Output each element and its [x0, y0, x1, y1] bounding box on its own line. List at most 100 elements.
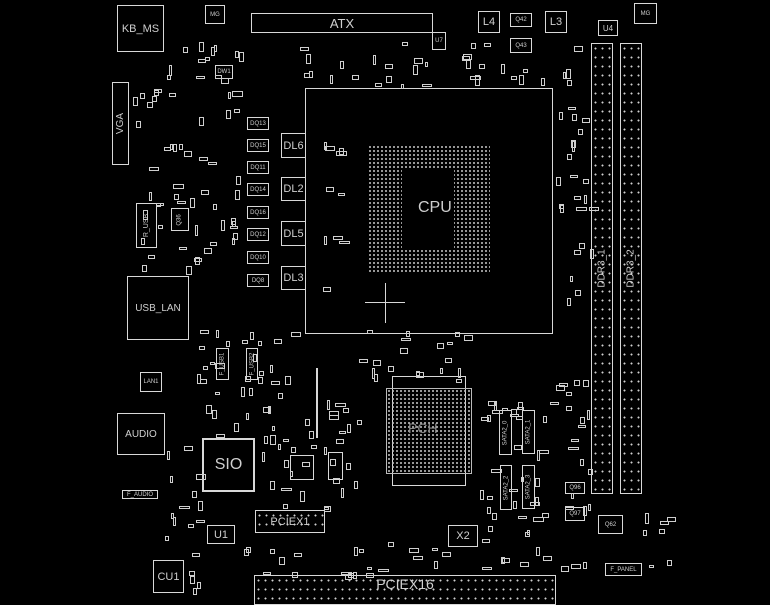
q43-chip[interactable]: Q43: [510, 38, 532, 53]
sio-chip[interactable]: SIO: [202, 438, 255, 492]
smd-pad: [471, 43, 476, 49]
usb-lan-connector[interactable]: USB_LAN: [127, 276, 189, 340]
smd-pad: [232, 221, 236, 227]
mosfet-chip[interactable]: DQ11: [247, 161, 269, 174]
dl3-inductor[interactable]: DL3: [281, 266, 306, 290]
smd-pad: [566, 69, 571, 79]
mosfet-chip[interactable]: DQ12: [247, 228, 269, 241]
smd-pad: [401, 338, 411, 341]
f-usb2-header[interactable]: F_USB2: [246, 348, 258, 380]
mosfet-chip[interactable]: DQ16: [247, 206, 269, 219]
smd-pad: [494, 401, 497, 411]
smd-pad: [649, 565, 654, 568]
smd-pad: [158, 225, 163, 229]
f-usb1-header[interactable]: F_USB1: [216, 348, 229, 380]
cpu-socket[interactable]: [305, 88, 553, 334]
smd-pad: [579, 243, 585, 249]
dl2-inductor[interactable]: DL2: [281, 177, 306, 201]
q97-chip[interactable]: Q97: [565, 507, 585, 521]
smd-pad: [272, 426, 275, 431]
lan1-chip[interactable]: LAN1: [140, 372, 162, 392]
vga-connector[interactable]: VGA: [112, 82, 129, 165]
mg-chip[interactable]: MG: [205, 5, 225, 24]
mosfet-chip[interactable]: DQ10: [247, 251, 269, 264]
l3-inductor[interactable]: L3: [545, 11, 567, 33]
smd-pad: [402, 42, 408, 46]
smd-pad: [660, 521, 669, 525]
q36-chip[interactable]: Q36: [171, 208, 189, 231]
sata2-2-port[interactable]: SATA2_2: [500, 465, 512, 510]
smd-pad: [366, 573, 374, 578]
pch-chip[interactable]: [386, 388, 472, 474]
dl6-inductor[interactable]: DL6: [281, 133, 306, 158]
atx-connector[interactable]: ATX: [251, 13, 433, 33]
smd-pad: [306, 54, 311, 64]
x2-crystal[interactable]: X2: [448, 525, 478, 547]
smd-pad: [341, 488, 344, 498]
mosfet-chip[interactable]: DQ14: [247, 183, 269, 196]
chip-block[interactable]: [290, 455, 314, 480]
smd-pad: [195, 257, 200, 265]
dl5-inductor[interactable]: DL5: [281, 221, 306, 246]
smd-pad: [574, 250, 581, 255]
smd-pad: [262, 452, 265, 462]
mosfet-chip[interactable]: DQ8: [247, 274, 269, 287]
pciex1-slot[interactable]: PCIEX1: [255, 510, 325, 533]
pciex16-slot[interactable]: PCIEX16: [254, 575, 556, 605]
mg-chip-2[interactable]: MG: [634, 3, 657, 24]
smd-pad: [413, 556, 423, 560]
kb-ms-connector[interactable]: KB_MS: [117, 5, 164, 52]
smd-pad: [523, 69, 528, 73]
smd-pad: [263, 572, 271, 575]
smd-pad: [354, 481, 358, 489]
mosfet-chip[interactable]: DQ15: [247, 139, 269, 152]
smd-pad: [292, 572, 298, 578]
smd-pad: [193, 588, 197, 595]
smd-pad: [264, 436, 268, 444]
smd-pad: [437, 343, 444, 349]
smd-pad: [367, 330, 373, 334]
smd-pad: [359, 359, 368, 363]
smd-pad: [156, 203, 161, 207]
smd-pad: [216, 330, 219, 338]
chip-block-2[interactable]: [328, 452, 343, 480]
q42-chip[interactable]: Q42: [510, 13, 532, 27]
mosfet-chip[interactable]: DQ13: [247, 117, 269, 130]
f-audio-header[interactable]: F_AUDIO: [122, 490, 158, 499]
smd-pad: [226, 341, 230, 347]
l4-inductor[interactable]: L4: [478, 11, 500, 33]
u7-chip[interactable]: U7: [432, 32, 446, 50]
sata2-1-port[interactable]: SATA2_1: [522, 410, 535, 454]
smd-pad: [491, 469, 502, 473]
audio-connector[interactable]: AUDIO: [117, 413, 165, 455]
smd-pad: [173, 517, 176, 526]
cu1-chip[interactable]: CU1: [153, 560, 184, 593]
sata2-3-port[interactable]: SATA2_3: [522, 465, 535, 509]
q62-chip[interactable]: Q62: [598, 515, 623, 534]
ddr3-2-slot[interactable]: DDR3_2: [620, 43, 642, 494]
smd-pad: [516, 416, 523, 420]
smd-pad: [583, 380, 589, 387]
smd-pad: [258, 341, 262, 346]
smd-pad: [253, 354, 257, 362]
smd-pad: [576, 207, 587, 211]
smd-pad: [511, 409, 517, 415]
smd-pad: [245, 376, 251, 382]
smd-pad: [559, 112, 563, 120]
u1-chip[interactable]: U1: [207, 525, 235, 544]
smd-pad: [241, 387, 245, 397]
smd-pad: [584, 195, 587, 204]
smd-pad: [170, 476, 173, 483]
smd-pad: [200, 330, 209, 334]
smd-pad: [309, 431, 314, 439]
r-usb-connector[interactable]: R_USB: [136, 203, 157, 248]
smd-pad: [290, 471, 293, 477]
f-panel-header[interactable]: F_PANEL: [605, 563, 642, 576]
ddr3-1-slot[interactable]: DDR3_1: [591, 43, 613, 494]
q96-chip[interactable]: Q96: [565, 482, 585, 494]
smd-pad: [232, 91, 243, 97]
smd-pad: [533, 517, 544, 522]
u4-chip[interactable]: U4: [598, 20, 618, 36]
smd-pad: [242, 340, 248, 344]
